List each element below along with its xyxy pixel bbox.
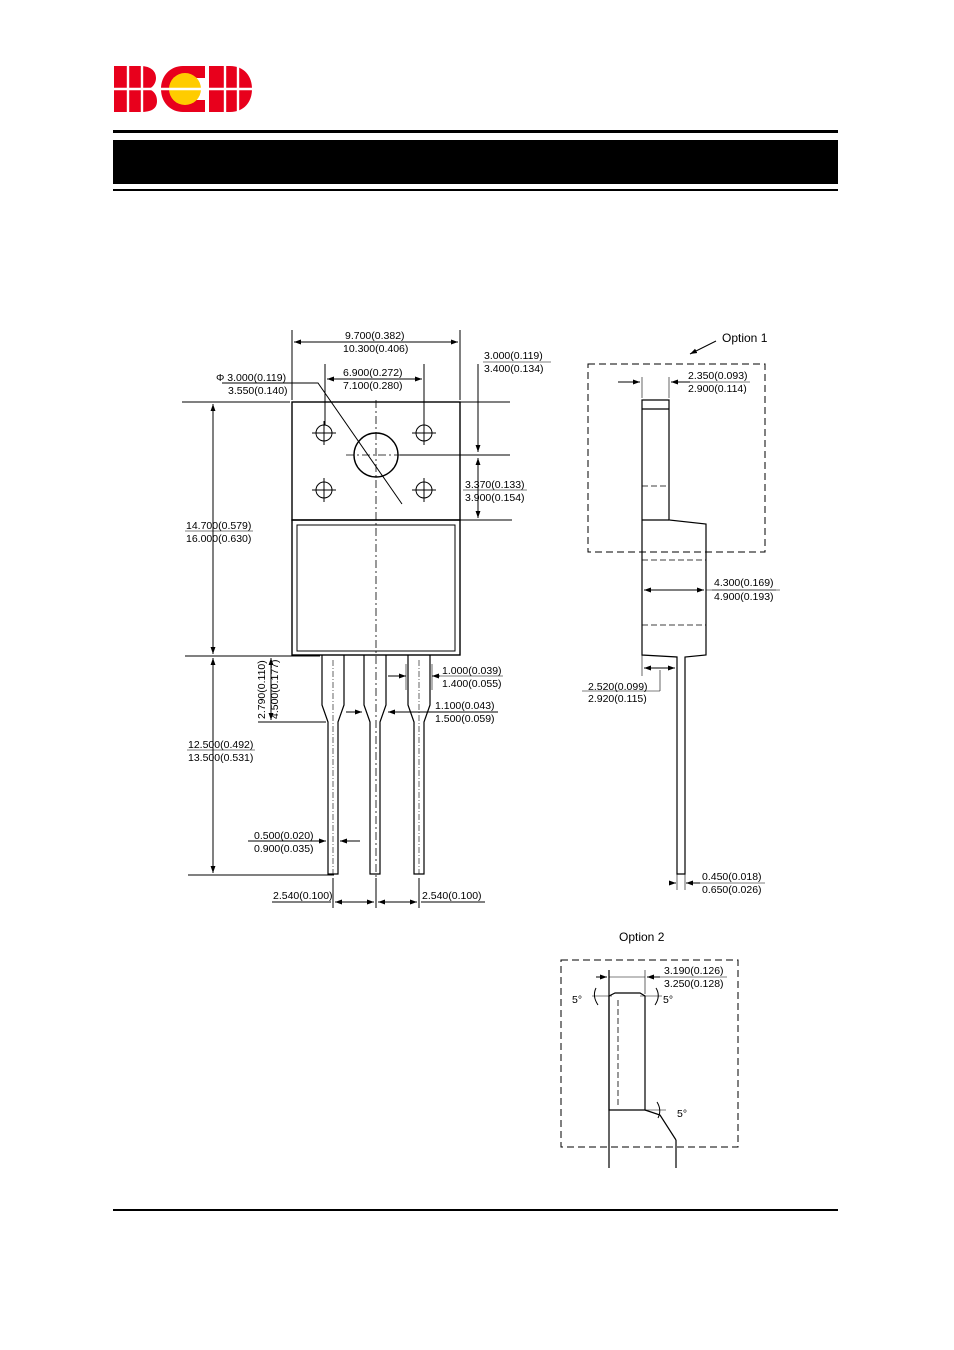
dim-lead-length-max: 13.500(0.531) xyxy=(188,752,253,764)
dim-opt2-tab-max: 3.250(0.128) xyxy=(664,978,724,990)
dim-lead-width-min: 0.500(0.020) xyxy=(254,830,314,842)
header-rule-top xyxy=(113,130,838,133)
dim-lead-offset-max: 2.920(0.115) xyxy=(588,693,647,705)
dim-opt2-tab-min: 3.190(0.126) xyxy=(664,965,724,977)
dim-top-to-hole-min: 3.000(0.119) xyxy=(484,350,543,362)
dim-lead-thickness-min: 0.450(0.018) xyxy=(702,871,762,883)
dim-body-thickness-max: 4.900(0.193) xyxy=(714,591,774,603)
dim-shoulder-max: 4.500(0.177) xyxy=(269,659,281,719)
dim-hole-dia-min: Φ 3.000(0.119) xyxy=(216,372,286,384)
angle-right: 5° xyxy=(663,994,673,1006)
dim-top-to-hole-max: 3.400(0.134) xyxy=(484,363,544,375)
option2-label: Option 2 xyxy=(619,930,665,944)
dim-hole-to-step-min: 3.370(0.133) xyxy=(465,479,525,491)
dim-hole-spacing-max: 7.100(0.280) xyxy=(343,380,403,392)
dim-lead-offset-min: 2.520(0.099) xyxy=(588,681,648,693)
option2-detail-frame xyxy=(560,959,739,1148)
dim-lead-width-mid-min: 1.100(0.043) xyxy=(435,700,495,712)
option1-detail-frame xyxy=(587,363,766,553)
dim-lead-length-min: 12.500(0.492) xyxy=(188,739,253,751)
dim-pitch-left: 2.540(0.100) xyxy=(273,890,333,902)
dim-body-height-max: 16.000(0.630) xyxy=(186,533,251,545)
dim-lead-width-max: 0.900(0.035) xyxy=(254,843,314,855)
dim-shoulder-min: 2.790(0.110) xyxy=(256,660,268,719)
dim-width-min: 9.700(0.382) xyxy=(345,330,405,342)
bcd-logo xyxy=(112,64,254,114)
option1-label: Option 1 xyxy=(722,331,768,345)
dim-width-max: 10.300(0.406) xyxy=(343,343,408,355)
dim-pitch-right: 2.540(0.100) xyxy=(422,890,482,902)
dim-lead-width-top-min: 1.000(0.039) xyxy=(442,665,502,677)
dim-lead-width-top-max: 1.400(0.055) xyxy=(442,678,502,690)
dim-hole-spacing-min: 6.900(0.272) xyxy=(343,367,403,379)
dim-hole-dia-max: 3.550(0.140) xyxy=(228,385,288,397)
angle-left: 5° xyxy=(572,994,582,1006)
dim-lead-thickness-max: 0.650(0.026) xyxy=(702,884,762,896)
header-rule-under xyxy=(113,189,838,191)
dim-tab-thickness-max: 2.900(0.114) xyxy=(688,383,747,395)
footer-rule xyxy=(113,1209,838,1211)
dim-tab-thickness-min: 2.350(0.093) xyxy=(688,370,748,382)
angle-bottom: 5° xyxy=(677,1108,687,1120)
ejector-marks xyxy=(312,421,436,502)
dim-lead-width-mid-max: 1.500(0.059) xyxy=(435,713,495,725)
dim-hole-to-step-max: 3.900(0.154) xyxy=(465,492,525,504)
dim-body-thickness-min: 4.300(0.169) xyxy=(714,577,774,589)
dim-body-height-min: 14.700(0.579) xyxy=(186,520,251,532)
header-title-bar xyxy=(113,140,838,184)
side-profile xyxy=(641,399,707,875)
